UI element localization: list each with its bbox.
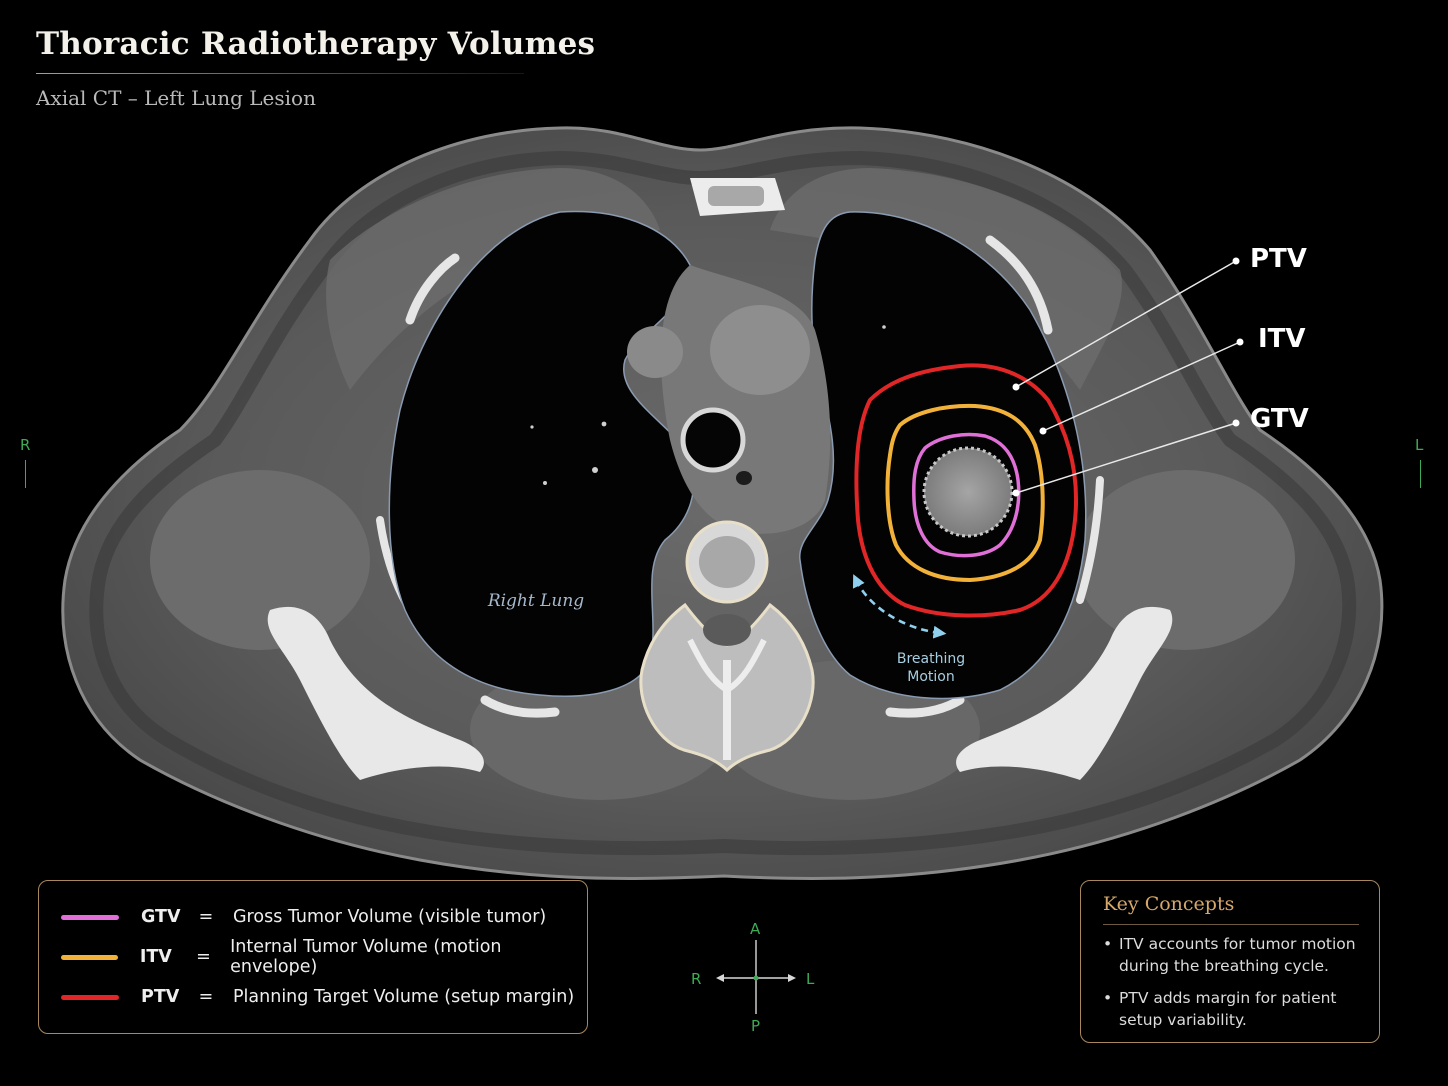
lung-vessel [882, 325, 886, 329]
compass-right: R [691, 970, 702, 988]
side-marker-left: L [1415, 436, 1424, 454]
bullet-icon: • [1103, 989, 1113, 1007]
rib [1076, 476, 1104, 604]
side-marker-left-bar [1420, 460, 1421, 488]
rib [985, 235, 1053, 335]
bullet-icon: • [1103, 935, 1113, 953]
right-back-muscle [150, 470, 370, 650]
itv-swatch [61, 954, 118, 960]
compass-anterior: A [750, 920, 761, 938]
orientation-compass [716, 940, 796, 1014]
itv-label: ITV [1258, 324, 1306, 354]
legend-item-ptv: PTV = Planning Target Volume (setup marg… [61, 985, 574, 1009]
vertebra [639, 520, 815, 773]
gtv-swatch [61, 914, 119, 920]
rib [405, 253, 460, 325]
gtv-label: GTV [1250, 404, 1309, 434]
subcutaneous-fat [89, 150, 1357, 856]
ptv-label: PTV [1250, 244, 1307, 274]
title-underline [36, 73, 524, 74]
legend-abbr: ITV [139, 947, 172, 967]
ptv-leader-dot [1232, 257, 1240, 265]
compass-left: L [806, 970, 815, 988]
itv-leader-dot [1236, 338, 1244, 346]
rib [480, 695, 560, 718]
compass-posterior: P [751, 1017, 761, 1035]
ptv-contour [854, 363, 1078, 618]
gtv-leader-dot [1232, 419, 1240, 427]
key-concept-item: • ITV accounts for tumor motion during t… [1103, 933, 1365, 977]
gtv-contour [912, 432, 1021, 558]
ptv-leader-dot [1012, 383, 1020, 391]
volume-legend: GTV = Gross Tumor Volume (visible tumor)… [38, 880, 588, 1034]
left-scapula [956, 606, 1173, 780]
lung-vessel [543, 481, 547, 485]
legend-abbr: PTV [141, 987, 180, 1007]
legend-abbr: GTV [141, 907, 181, 927]
lung-vessel [530, 425, 534, 429]
legend-equals: = [198, 987, 214, 1007]
key-concepts-title: Key Concepts [1103, 893, 1235, 915]
right-lung-label: Right Lung [487, 591, 584, 611]
ptv-swatch [61, 994, 119, 1000]
legend-description: Internal Tumor Volume (motion envelope) [230, 937, 502, 977]
legend-item-gtv: GTV = Gross Tumor Volume (visible tumor) [61, 905, 546, 929]
itv-contour [885, 403, 1045, 583]
legend-equals: = [196, 947, 211, 967]
itv-leader-line [1042, 341, 1241, 432]
legend-description: Planning Target Volume (setup margin) [233, 987, 575, 1007]
side-marker-right-bar [25, 460, 26, 488]
trachea [680, 407, 746, 473]
breathing-motion-label-line1: Breathing [897, 651, 965, 667]
tumor [922, 446, 1014, 538]
lung-vessel [601, 421, 607, 427]
gtv-leader-dot [1012, 489, 1020, 497]
esophagus [736, 471, 752, 485]
itv-leader-dot [1039, 427, 1047, 435]
page-subtitle: Axial CT – Left Lung Lesion [36, 86, 316, 110]
right-scapula [267, 606, 484, 780]
key-concept-text: PTV adds margin for patient setup variab… [1119, 989, 1337, 1029]
key-concepts-divider [1103, 924, 1359, 925]
key-concept-text: ITV accounts for tumor motion during the… [1119, 935, 1356, 975]
brachiocephalic-vessel [627, 326, 683, 378]
legend-description: Gross Tumor Volume (visible tumor) [233, 907, 547, 927]
aortic-arch [710, 305, 810, 395]
side-marker-right: R [20, 436, 31, 454]
key-concept-item: • PTV adds margin for patient setup vari… [1103, 987, 1365, 1031]
breathing-motion-arrow [852, 574, 947, 639]
legend-item-itv: ITV = Internal Tumor Volume (motion enve… [61, 937, 587, 977]
gtv-leader-line [1015, 422, 1237, 494]
sternum-marrow [708, 186, 764, 206]
left-back-muscle [1075, 470, 1295, 650]
ptv-leader-line [1015, 260, 1237, 388]
lung-vessel [592, 467, 598, 473]
rib [885, 695, 965, 718]
legend-equals: = [198, 907, 214, 927]
breathing-motion-label-line2: Motion [907, 669, 954, 685]
page-title: Thoracic Radiotherapy Volumes [36, 26, 596, 62]
key-concepts-panel: Key Concepts • ITV accounts for tumor mo… [1080, 880, 1380, 1043]
